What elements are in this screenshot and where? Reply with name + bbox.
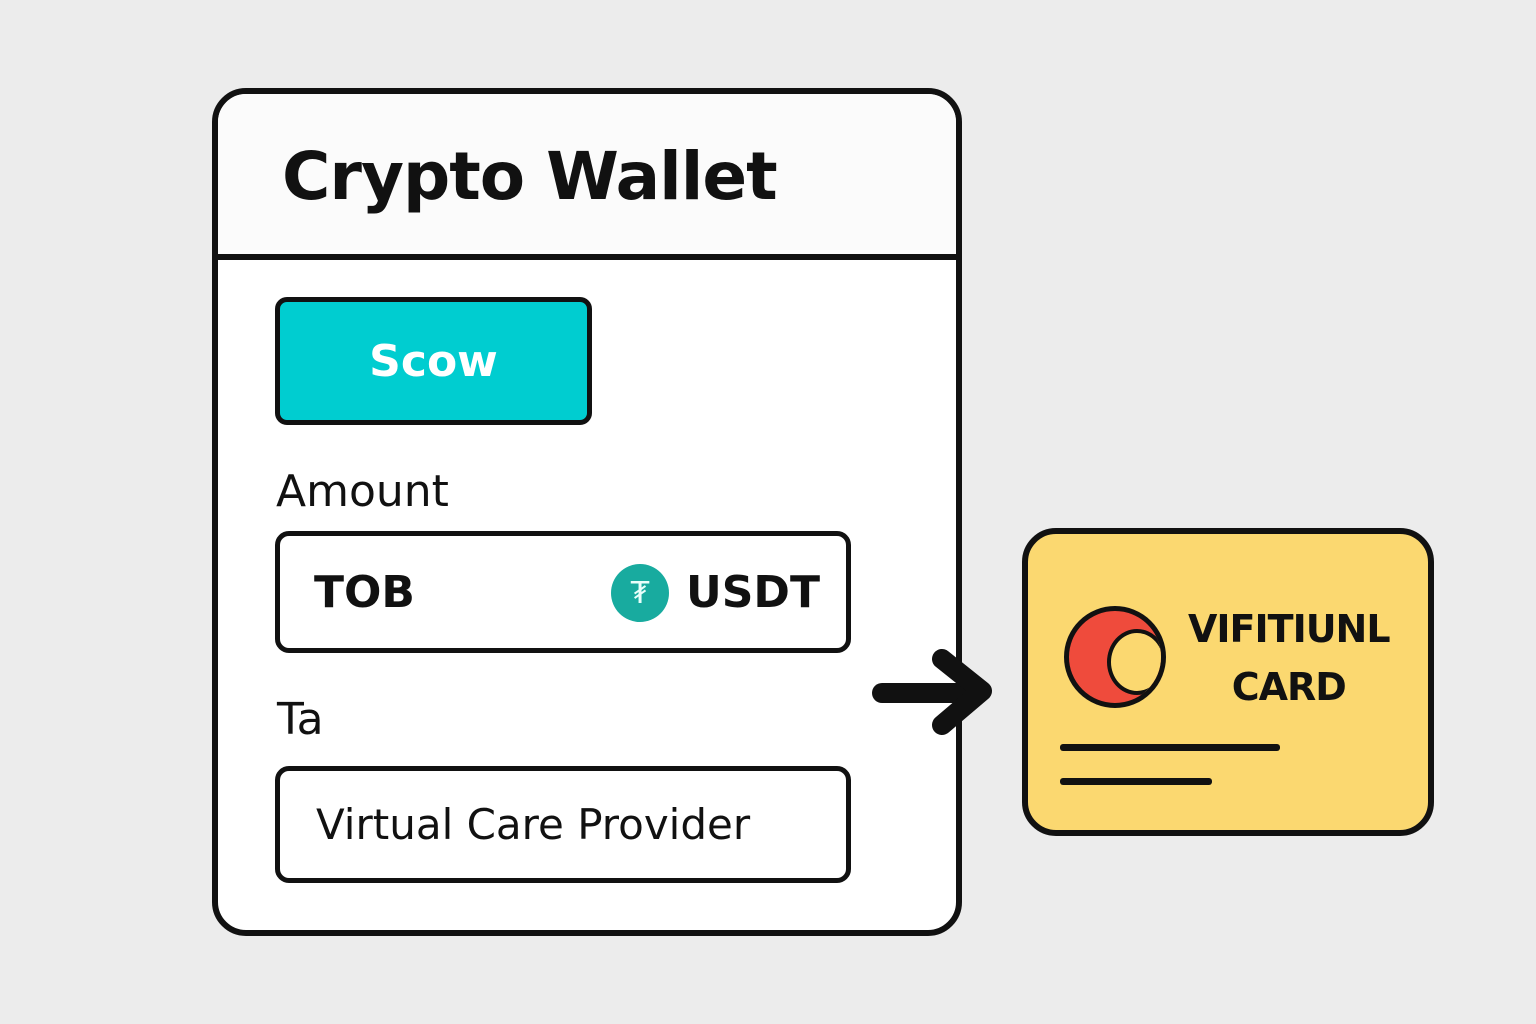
amount-input[interactable]: TOB ₮ USDT — [275, 531, 851, 653]
to-label: Ta — [277, 694, 324, 745]
virtual-card: VIFITIUNL CARD — [1022, 528, 1434, 836]
arrow-right-icon — [872, 649, 992, 735]
amount-value: TOB — [314, 566, 415, 618]
card-logo-icon — [1064, 606, 1166, 708]
card-title-line2: CARD — [1231, 665, 1347, 709]
amount-label: Amount — [276, 466, 449, 517]
page-title: Crypto Wallet — [282, 138, 778, 215]
recipient-value: Virtual Care Provider — [316, 800, 751, 849]
card-name-line — [1060, 778, 1212, 785]
currency-label: USDT — [686, 566, 820, 618]
wallet-header: Crypto Wallet — [218, 94, 956, 260]
card-number-line — [1060, 744, 1280, 751]
send-button[interactable]: Scow — [275, 297, 592, 425]
card-title-line1: VIFITIUNL — [1188, 607, 1391, 651]
card-title: VIFITIUNL CARD — [1188, 600, 1391, 716]
crypto-wallet-panel: Crypto Wallet Scow Amount TOB ₮ USDT Ta … — [212, 88, 962, 936]
usdt-coin-icon: ₮ — [611, 564, 669, 622]
recipient-input[interactable]: Virtual Care Provider — [275, 766, 851, 883]
